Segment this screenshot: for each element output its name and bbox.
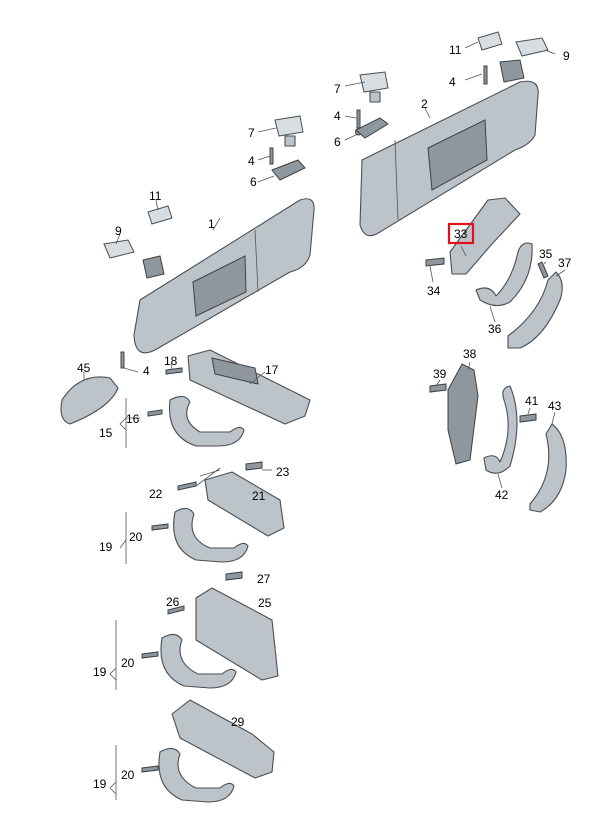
cover-9-left[interactable] xyxy=(103,239,135,259)
screw-20-a[interactable] xyxy=(151,523,169,531)
callout-7[interactable]: 7 xyxy=(248,126,255,140)
callout-33[interactable]: 33 xyxy=(454,227,468,241)
screw-20-b[interactable] xyxy=(141,651,159,659)
callout-1[interactable]: 1 xyxy=(208,217,215,231)
grab-handle-19-a[interactable] xyxy=(173,507,249,563)
callout-45[interactable]: 45 xyxy=(77,361,91,375)
visor-clip-7-left[interactable] xyxy=(274,115,304,147)
hinge-right[interactable] xyxy=(499,59,525,83)
callout-18[interactable]: 18 xyxy=(164,354,178,368)
callout-6[interactable]: 6 xyxy=(250,175,257,189)
callout-21[interactable]: 21 xyxy=(252,489,266,503)
callout-26[interactable]: 26 xyxy=(166,595,180,609)
screw-41[interactable] xyxy=(519,413,537,423)
bracket-25[interactable] xyxy=(195,587,279,681)
callout-11[interactable]: 11 xyxy=(149,189,162,203)
hinge-left[interactable] xyxy=(142,255,165,279)
callout-4[interactable]: 4 xyxy=(334,109,341,123)
callout-34[interactable]: 34 xyxy=(427,284,441,298)
grab-handle-42[interactable] xyxy=(483,385,518,474)
grab-handle-36[interactable] xyxy=(475,242,533,307)
bracket-17[interactable] xyxy=(187,349,311,425)
callout-11[interactable]: 11 xyxy=(449,43,462,57)
callout-29[interactable]: 29 xyxy=(231,715,245,729)
screw-27[interactable] xyxy=(225,571,243,581)
screw-39[interactable] xyxy=(429,383,447,393)
cover-6-right[interactable] xyxy=(355,117,389,139)
clip-11-right[interactable] xyxy=(477,31,503,51)
cover-6-left[interactable] xyxy=(271,159,306,181)
callout-4[interactable]: 4 xyxy=(449,75,456,89)
callout-36[interactable]: 36 xyxy=(488,322,502,336)
callout-4[interactable]: 4 xyxy=(248,154,255,168)
screw-34[interactable] xyxy=(425,257,445,267)
callout-9[interactable]: 9 xyxy=(115,224,122,238)
callout-labels: 1 2 4 4 4 4 6 6 7 7 9 9 11 11 15 16 17 1… xyxy=(77,43,572,791)
callout-38[interactable]: 38 xyxy=(463,347,477,361)
screw-20-c[interactable] xyxy=(141,765,159,773)
callout-17[interactable]: 17 xyxy=(265,363,279,377)
clip-11-left[interactable] xyxy=(147,205,173,225)
visor-clip-7-right[interactable] xyxy=(359,71,389,103)
sun-visor-right[interactable] xyxy=(359,80,539,237)
grab-handle-19-c[interactable] xyxy=(158,747,235,803)
callout-20[interactable]: 20 xyxy=(129,530,143,544)
callout-39[interactable]: 39 xyxy=(433,367,447,381)
callout-7[interactable]: 7 xyxy=(334,82,341,96)
callout-19[interactable]: 19 xyxy=(93,777,107,791)
screw-35[interactable] xyxy=(537,261,549,279)
callout-27[interactable]: 27 xyxy=(257,572,271,586)
grab-handle-19-b[interactable] xyxy=(160,633,237,689)
callout-20[interactable]: 20 xyxy=(121,656,135,670)
sun-visor-left[interactable] xyxy=(133,198,315,354)
screw-18[interactable] xyxy=(165,367,183,375)
callout-42[interactable]: 42 xyxy=(495,488,509,502)
screw-4-left-upper[interactable] xyxy=(269,147,274,165)
callout-25[interactable]: 25 xyxy=(258,596,272,610)
callout-20[interactable]: 20 xyxy=(121,768,135,782)
callout-22[interactable]: 22 xyxy=(149,487,163,501)
callout-35[interactable]: 35 xyxy=(539,247,553,261)
callout-19[interactable]: 19 xyxy=(99,540,113,554)
callout-23[interactable]: 23 xyxy=(276,465,290,479)
bracket-33[interactable] xyxy=(449,197,521,275)
callout-16[interactable]: 16 xyxy=(126,412,140,426)
callout-15[interactable]: 15 xyxy=(99,426,113,440)
screw-22[interactable] xyxy=(177,481,197,491)
callout-43[interactable]: 43 xyxy=(548,399,562,413)
bracket-29[interactable] xyxy=(171,699,275,779)
callout-9[interactable]: 9 xyxy=(563,49,570,63)
callout-2[interactable]: 2 xyxy=(421,97,428,111)
callout-41[interactable]: 41 xyxy=(525,394,539,408)
trim-43[interactable] xyxy=(529,423,567,513)
callout-37[interactable]: 37 xyxy=(558,256,572,270)
callout-4[interactable]: 4 xyxy=(143,364,150,378)
bracket-38[interactable] xyxy=(447,363,479,465)
grab-handle-15[interactable] xyxy=(168,395,245,447)
screw-26[interactable] xyxy=(167,605,185,615)
screw-4-left-lower[interactable] xyxy=(120,351,125,369)
highlight-box xyxy=(447,222,475,245)
trim-37[interactable] xyxy=(507,271,563,349)
callout-6[interactable]: 6 xyxy=(334,135,341,149)
bracket-21[interactable] xyxy=(204,471,285,537)
leader-lines xyxy=(83,41,566,800)
callout-19[interactable]: 19 xyxy=(93,665,107,679)
screw-4-right-top[interactable] xyxy=(483,65,488,85)
cover-45[interactable] xyxy=(60,376,119,425)
screw-23[interactable] xyxy=(245,461,263,471)
cover-9-right[interactable] xyxy=(515,37,549,57)
screw-16[interactable] xyxy=(147,409,163,417)
